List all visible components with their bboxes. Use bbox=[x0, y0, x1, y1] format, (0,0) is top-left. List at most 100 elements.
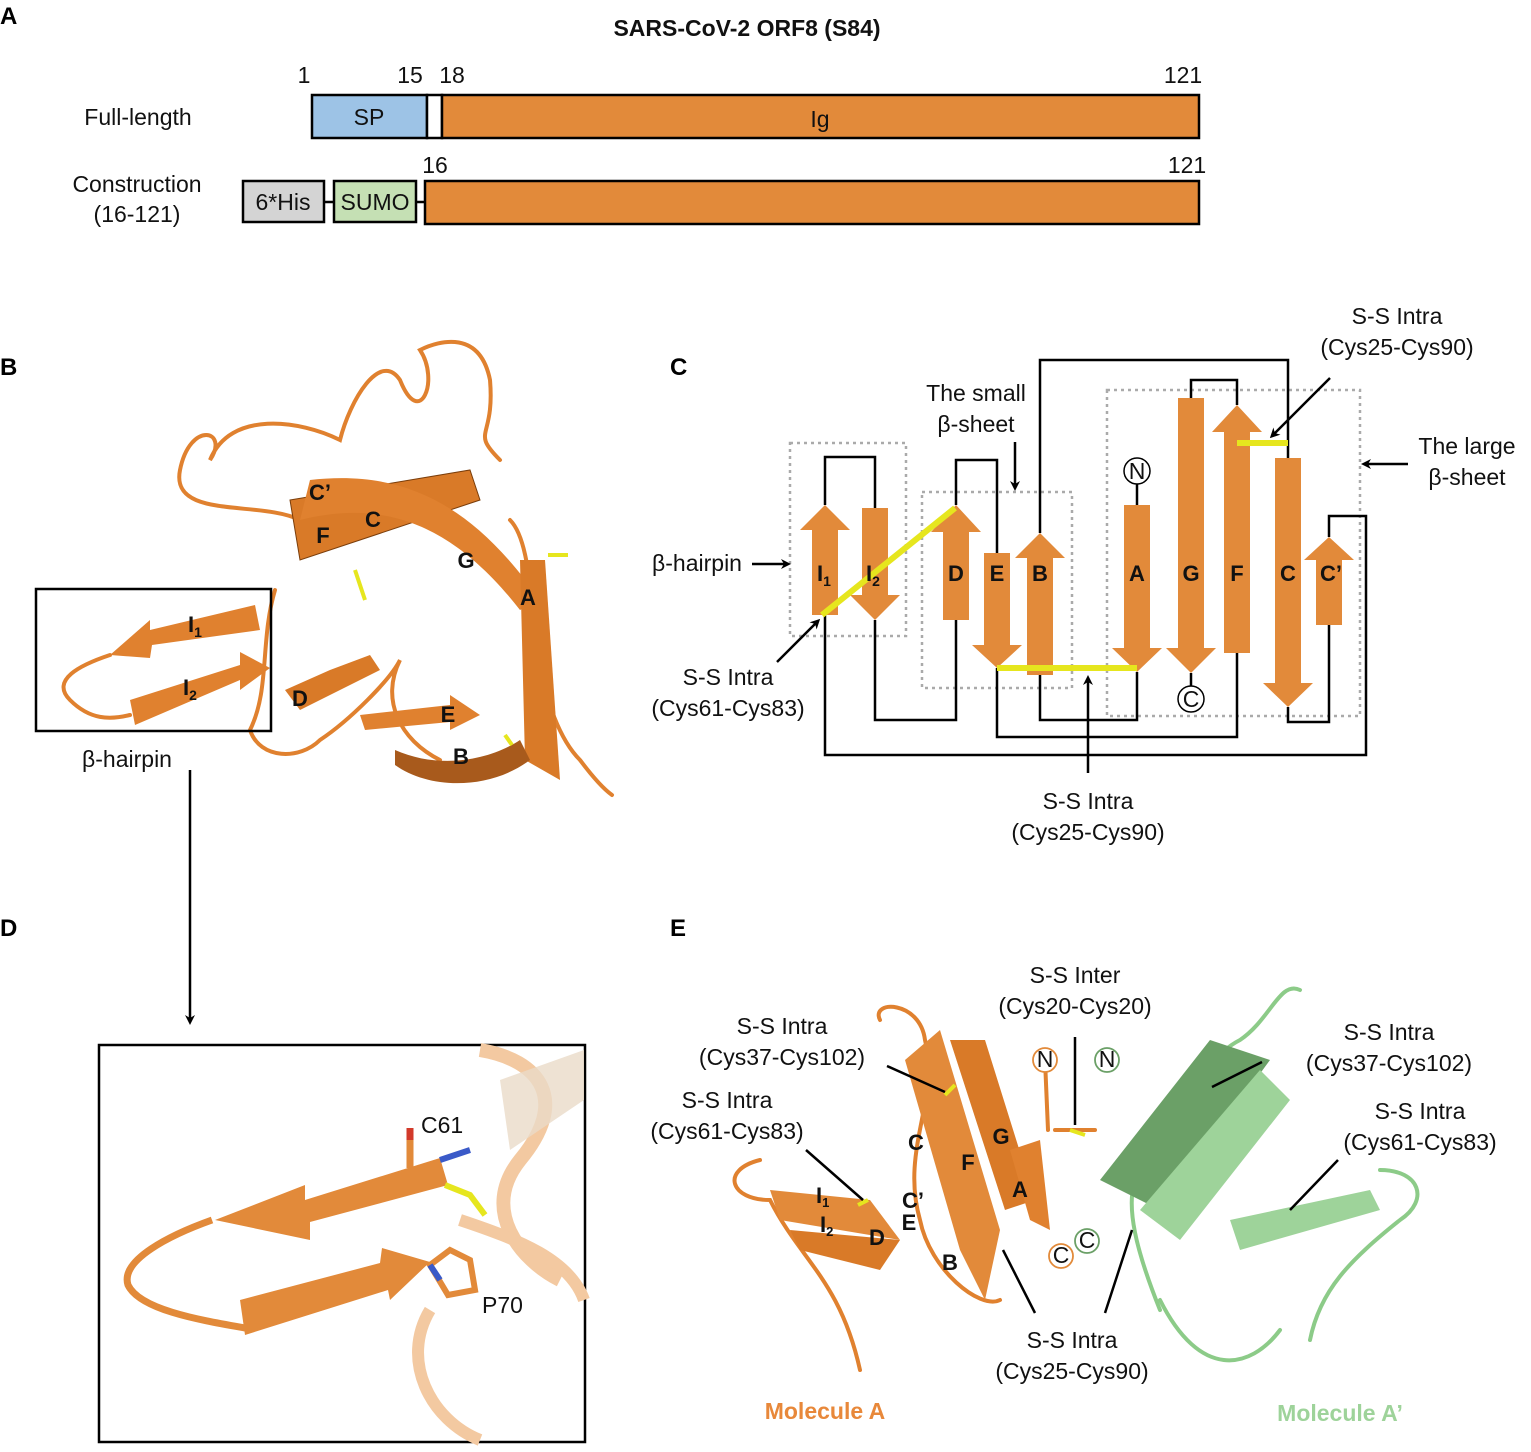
pos-15: 15 bbox=[397, 62, 423, 88]
strand-label-c: C bbox=[365, 507, 381, 532]
e-label-c: C bbox=[908, 1130, 924, 1155]
ss-left1-line1: S-S Intra bbox=[737, 1013, 828, 1039]
strand-a bbox=[1112, 505, 1162, 672]
strand-g bbox=[1166, 398, 1216, 673]
topology-diagram bbox=[788, 358, 1368, 757]
strand-label-a: A bbox=[520, 585, 536, 610]
e-label-a: A bbox=[1012, 1177, 1028, 1202]
construction-range: (16-121) bbox=[94, 201, 181, 227]
ig-label: Ig bbox=[810, 106, 829, 132]
his-label: 6*His bbox=[256, 189, 311, 215]
hairpin-label-b: β-hairpin bbox=[82, 746, 172, 772]
c-label-cprime: C’ bbox=[1320, 561, 1342, 586]
ss-left2-line2: (Cys61-Cys83) bbox=[650, 1118, 803, 1144]
c-label-g: G bbox=[1182, 561, 1199, 586]
molecule-a2-label: Molecule A’ bbox=[1277, 1400, 1403, 1426]
panel-label-d: D bbox=[0, 915, 17, 942]
his-tag bbox=[241, 179, 326, 224]
hairpin-label-c: β-hairpin bbox=[652, 550, 742, 576]
n-term-a2: N bbox=[1099, 1046, 1116, 1072]
ss-right2-line2: (Cys61-Cys83) bbox=[1343, 1129, 1496, 1155]
c-label-i2: I2 bbox=[866, 561, 880, 589]
ss-inter-line1: S-S Inter bbox=[1030, 962, 1121, 988]
strand-label-i2: I2 bbox=[183, 675, 197, 703]
pos-18: 18 bbox=[439, 62, 465, 88]
e-label-f: F bbox=[961, 1150, 974, 1175]
sp-label: SP bbox=[354, 104, 385, 130]
ss-left-line1: S-S Intra bbox=[683, 664, 774, 690]
pos-121-construct: 121 bbox=[1168, 152, 1206, 178]
panel-label-c: C bbox=[670, 354, 687, 381]
c-label-i1: I1 bbox=[817, 561, 831, 589]
strand-c bbox=[1263, 458, 1313, 707]
large-sheet-line1: The large bbox=[1418, 433, 1515, 459]
molecule-a-label: Molecule A bbox=[765, 1398, 886, 1424]
ss-right1-line2: (Cys37-Cys102) bbox=[1306, 1050, 1472, 1076]
ribbon-structure-b bbox=[61, 339, 614, 797]
ss-right1-line1: S-S Intra bbox=[1344, 1019, 1435, 1045]
strand-label-b: B bbox=[453, 744, 469, 769]
c-label-d: D bbox=[948, 561, 964, 586]
construct-domain bbox=[423, 179, 1201, 226]
strand-b bbox=[1015, 533, 1065, 675]
ss-top-line2: (Cys25-Cys90) bbox=[1320, 334, 1473, 360]
e-label-b: B bbox=[942, 1250, 958, 1275]
ss-left1-line2: (Cys37-Cys102) bbox=[699, 1044, 865, 1070]
dimer-structure bbox=[732, 986, 1420, 1372]
strand-label-e: E bbox=[441, 702, 456, 727]
strand-label-d: D bbox=[292, 686, 308, 711]
pos-121: 121 bbox=[1164, 62, 1202, 88]
strand-cprime bbox=[1304, 537, 1354, 625]
c-label-e: E bbox=[990, 561, 1005, 586]
strand-i1 bbox=[800, 505, 850, 615]
c-label-b: B bbox=[1032, 561, 1048, 586]
e-label-i1: I1 bbox=[816, 1183, 829, 1210]
sumo-tag bbox=[332, 179, 418, 224]
panel-a-title: SARS-CoV-2 ORF8 (S84) bbox=[613, 15, 880, 41]
construction-label: Construction bbox=[72, 171, 201, 197]
large-sheet-line2: β-sheet bbox=[1428, 464, 1506, 490]
e-label-g: G bbox=[992, 1124, 1009, 1149]
panel-label-e: E bbox=[670, 915, 686, 942]
ss-right2-line1: S-S Intra bbox=[1375, 1098, 1466, 1124]
strand-label-cprime: C’ bbox=[309, 480, 331, 505]
ss-bottom-line2: (Cys25-Cys90) bbox=[1011, 819, 1164, 845]
ss-left-line2: (Cys61-Cys83) bbox=[651, 695, 804, 721]
ss-left2-line1: S-S Intra bbox=[682, 1087, 773, 1113]
e-label-cprime: C’ bbox=[902, 1188, 924, 1213]
sp-domain bbox=[310, 93, 429, 140]
panel-label-b: B bbox=[0, 354, 17, 381]
e-label-i2: I2 bbox=[820, 1212, 833, 1239]
ss-bottom-e-line2: (Cys25-Cys90) bbox=[995, 1358, 1148, 1384]
strand-label-i1: I1 bbox=[188, 612, 202, 640]
c61-label: C61 bbox=[421, 1112, 463, 1138]
small-sheet-line1: The small bbox=[926, 380, 1026, 406]
c-term-a2: C bbox=[1079, 1227, 1096, 1253]
ss-top-line1: S-S Intra bbox=[1352, 303, 1443, 329]
c-terminus: C bbox=[1183, 686, 1200, 712]
c-label-a: A bbox=[1129, 561, 1145, 586]
strand-e bbox=[972, 553, 1022, 668]
strand-f bbox=[1212, 405, 1262, 653]
n-terminus: N bbox=[1129, 458, 1146, 484]
e-label-d: D bbox=[869, 1225, 885, 1250]
hairpin-closeup bbox=[97, 1043, 590, 1446]
pos-1: 1 bbox=[298, 62, 311, 88]
p70-label: P70 bbox=[482, 1292, 523, 1318]
small-sheet-line2: β-sheet bbox=[937, 411, 1015, 437]
strand-d bbox=[931, 505, 981, 620]
pos-16: 16 bbox=[422, 152, 448, 178]
c-term-a: C bbox=[1053, 1242, 1070, 1268]
sumo-label: SUMO bbox=[341, 189, 410, 215]
linker-region bbox=[425, 93, 444, 140]
ss-inter-line2: (Cys20-Cys20) bbox=[998, 993, 1151, 1019]
ig-domain bbox=[440, 93, 1201, 140]
strand-label-f: F bbox=[316, 523, 329, 548]
n-term-a: N bbox=[1037, 1046, 1054, 1072]
panel-label-a: A bbox=[0, 3, 17, 30]
e-label-e: E bbox=[902, 1210, 917, 1235]
strand-label-g: G bbox=[457, 548, 474, 573]
hairpin-box bbox=[34, 587, 273, 733]
c-label-c: C bbox=[1280, 561, 1296, 586]
